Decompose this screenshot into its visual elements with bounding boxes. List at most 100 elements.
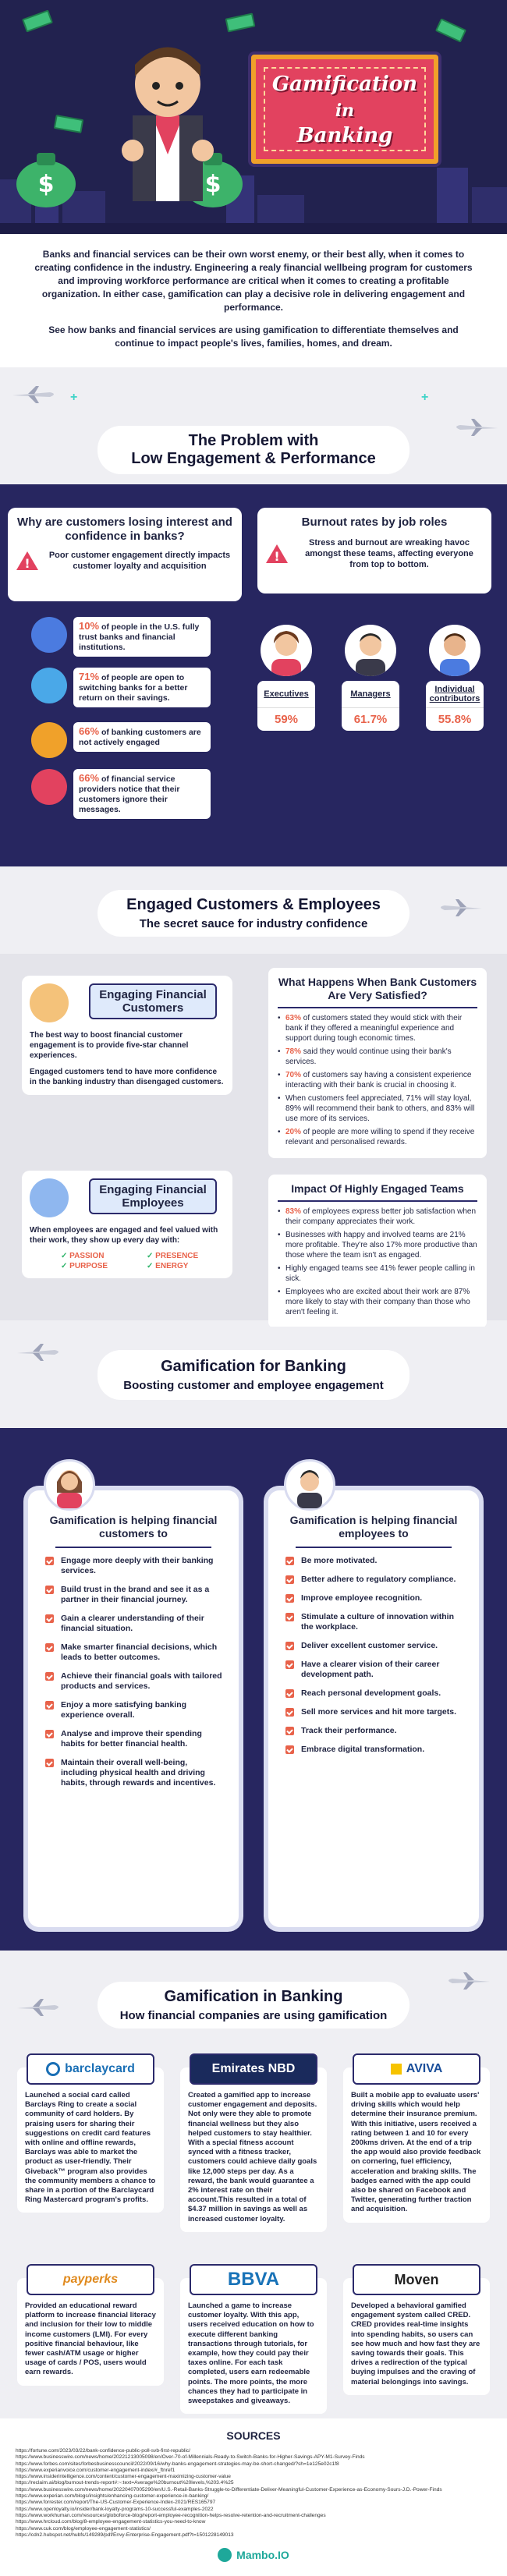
burnout-title: Burnout rates by job roles: [301, 516, 448, 529]
stat-percent: 71%: [79, 671, 100, 682]
megaphone-icon: [31, 769, 67, 805]
airplane-icon: [456, 419, 498, 436]
section-subtitle: Boosting customer and employee engagemen…: [123, 1379, 384, 1392]
list-item: Stimulate a culture of innovation within…: [285, 1612, 465, 1632]
handshake-icon: [31, 617, 67, 653]
banknote-icon: [434, 18, 467, 43]
employee-avatar: [30, 1178, 69, 1217]
keyword: PASSION: [61, 1252, 139, 1260]
source-link[interactable]: https://reclaim.ai/blog/burnout-trends-r…: [16, 2480, 234, 2486]
stat-percent: 66%: [79, 725, 100, 737]
list-item: Reach personal development goals.: [285, 1688, 465, 1699]
keyword: PURPOSE: [61, 1262, 139, 1270]
brand-name: Mambo.IO: [236, 2549, 289, 2562]
customers-help-card: Gamification is helping financial custom…: [28, 1459, 239, 1927]
svg-text:!: !: [274, 549, 279, 564]
gamification-section: Gamification for Banking Boosting custom…: [0, 1327, 507, 1951]
stat-percent: 66%: [79, 772, 100, 784]
stat-text: of financial service providers notice th…: [79, 774, 180, 814]
source-link[interactable]: https://cdn2.hubspot.net/hubfs/149289/pd…: [16, 2532, 234, 2538]
svg-text:$: $: [205, 171, 222, 198]
card-text: The best way to boost financial customer…: [30, 1031, 189, 1060]
bank-card-aviva: AVIVA Built a mobile app to evaluate use…: [343, 2053, 490, 2223]
burnout-warning: Stress and burnout are wreaking havoc am…: [305, 538, 473, 569]
source-link[interactable]: https://www.cuk.com/blog/employee-engage…: [16, 2525, 151, 2532]
list-item: 63% of customers stated they would stick…: [278, 1013, 477, 1044]
payperks-logo: payperks: [27, 2264, 154, 2295]
source-link[interactable]: https://www.hrcloud.com/blog/8-employee-…: [16, 2519, 206, 2525]
source-link[interactable]: https://www.businesswire.com/news/home/2…: [16, 2486, 442, 2493]
executive-avatar: [261, 625, 312, 676]
list-item: Be more motivated.: [285, 1556, 465, 1566]
source-link[interactable]: https://www.insiderintelligence.com/cont…: [16, 2474, 231, 2480]
manager-avatar: [345, 625, 396, 676]
companies-section: Gamification in Banking How financial co…: [0, 1951, 507, 2418]
emirates-nbd-logo: Emirates NBD: [190, 2053, 317, 2085]
hero-title-line-3: Banking: [296, 124, 393, 147]
section-title: Gamification for Banking: [161, 1358, 346, 1375]
airplane-icon: [12, 386, 54, 403]
customer-avatar: [30, 983, 69, 1022]
companies-title-pill: Gamification in Banking How financial co…: [98, 1982, 410, 2029]
stat-text: of people are open to switching banks fo…: [79, 673, 188, 703]
airplane-icon: [441, 899, 482, 916]
section-title: The Problem with: [188, 432, 319, 449]
bank-card-moven: Moven Developed a behavioral gamified en…: [343, 2264, 490, 2395]
list-item: Enjoy a more satisfying banking experien…: [45, 1700, 225, 1720]
source-link[interactable]: https://www.experianvoice.com/customer-e…: [16, 2467, 176, 2473]
card-title: Gamification is helping financial custom…: [49, 1514, 218, 1540]
source-link[interactable]: https://www.experian.com/blogs/insights/…: [16, 2493, 209, 2500]
list-item: Businesses with happy and involved teams…: [278, 1230, 477, 1260]
warning-icon: !: [16, 551, 38, 571]
svg-text:!: !: [24, 556, 30, 571]
coins-icon: [31, 722, 67, 758]
bank-description: Created a gamified app to increase custo…: [188, 2091, 317, 2223]
list-item: Better adhere to regulatory compliance.: [285, 1575, 465, 1585]
list-item: Maintain their overall well-being, inclu…: [45, 1758, 225, 1788]
why-card: Why are customers losing interest and co…: [8, 508, 242, 601]
intro-section: Banks and financial services can be thei…: [0, 234, 507, 367]
banker-illustration: [122, 47, 214, 201]
engagement-keywords: PASSION PRESENCE PURPOSE ENERGY: [61, 1252, 225, 1270]
gamification-title-pill: Gamification for Banking Boosting custom…: [98, 1350, 410, 1400]
stat-item: 66% of financial service providers notic…: [31, 769, 211, 819]
bank-description: Provided an educational reward platform …: [25, 2301, 156, 2377]
list-item: Gain a clearer understanding of their fi…: [45, 1614, 225, 1634]
list-item: When customers feel appreciated, 71% wil…: [278, 1093, 477, 1124]
list-item: 83% of employees express better job sati…: [278, 1207, 477, 1227]
stat-item: 71% of people are open to switching bank…: [31, 668, 211, 707]
role-label: Individual contributors: [426, 681, 484, 707]
barclaycard-logo: barclaycard: [27, 2053, 154, 2085]
bank-description: Launched a social card called Barclays R…: [25, 2091, 156, 2205]
stat-item: 10% of people in the U.S. fully trust ba…: [31, 617, 211, 657]
card-title: What Happens When Bank Customers Are Ver…: [278, 976, 477, 1008]
customer-avatar: [44, 1459, 95, 1511]
list-item: Achieve their financial goals with tailo…: [45, 1671, 225, 1692]
satisfied-list: 63% of customers stated they would stick…: [278, 1013, 477, 1147]
list-item: Embrace digital transformation.: [285, 1745, 465, 1755]
contributor-avatar: [429, 625, 480, 676]
bank-description: Built a mobile app to evaluate users' dr…: [351, 2091, 481, 2214]
source-link[interactable]: https://www.forrester.com/report/The-US-…: [16, 2500, 216, 2506]
section-subtitle: Low Engagement & Performance: [131, 450, 376, 467]
companies-header: Gamification in Banking How financial co…: [0, 1951, 507, 2052]
list-item: Engage more deeply with their banking se…: [45, 1556, 225, 1576]
source-link[interactable]: https://www.forbes.com/sites/forbesbusin…: [16, 2461, 339, 2467]
banknote-icon: [225, 12, 256, 33]
employee-benefits-list: Be more motivated. Better adhere to regu…: [268, 1556, 479, 1755]
source-link[interactable]: https://www.workhuman.com/resources/glob…: [16, 2512, 326, 2518]
list-item: Analyse and improve their spending habit…: [45, 1729, 225, 1749]
employee-avatar: [284, 1459, 335, 1511]
satisfied-customers-card: What Happens When Bank Customers Are Ver…: [268, 968, 487, 1158]
source-link[interactable]: https://www.openloyalty.io/insider/bank-…: [16, 2506, 214, 2512]
money-bag-icon: $: [16, 153, 76, 207]
section-title: Gamification in Banking: [164, 1988, 343, 2005]
source-link[interactable]: https://fortune.com/2023/03/22/bank-conf…: [16, 2448, 190, 2454]
aviva-logo: AVIVA: [353, 2053, 480, 2085]
bank-card-bbva: BBVA Launched a game to increase custome…: [180, 2264, 327, 2415]
intro-paragraph: See how banks and financial services are…: [48, 324, 459, 349]
bank-card-emirates-nbd: Emirates NBD Created a gamified app to i…: [180, 2053, 327, 2232]
source-link[interactable]: https://www.businesswire.com/news/home/2…: [16, 2454, 365, 2461]
problem-title-pill: The Problem with Low Engagement & Perfor…: [98, 426, 410, 474]
card-text: Engaged customers tend to have more conf…: [30, 1068, 224, 1086]
